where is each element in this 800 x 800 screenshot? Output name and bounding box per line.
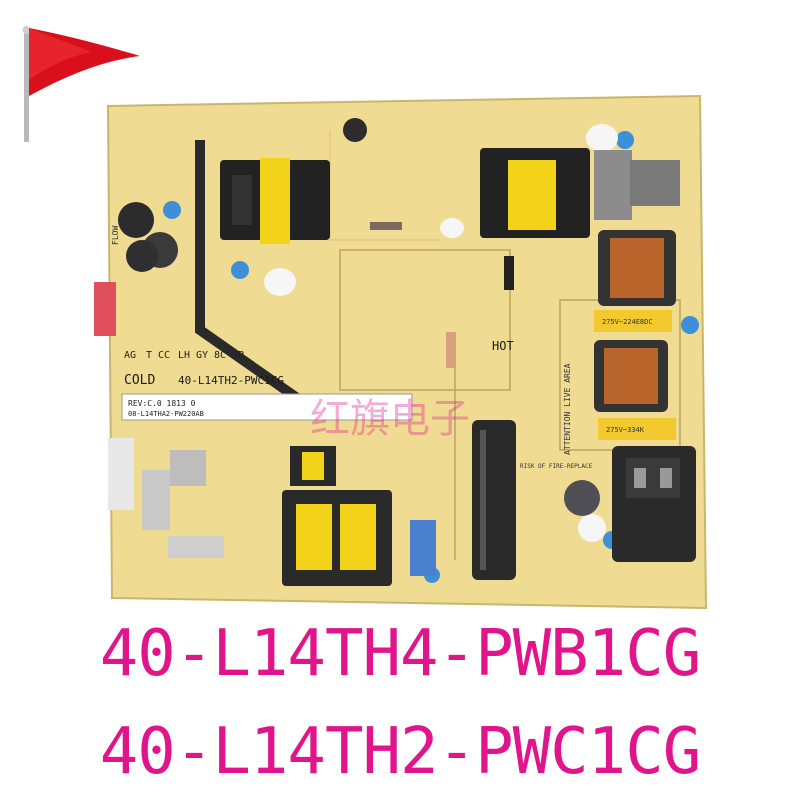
- connector-label: 8C: [214, 350, 226, 361]
- red-flag-icon: [22, 26, 140, 142]
- board-cap-label-1: 275V~224E8DC: [602, 318, 653, 326]
- board-cold-label: COLD: [124, 373, 155, 388]
- board-model-label: 40-L14TH2-PWC1CG: [178, 374, 284, 387]
- board-attention-label: ATTENTION LIVE AREA: [563, 363, 572, 455]
- connector-label: T: [146, 350, 152, 361]
- watermark-text: 红旗电子: [310, 396, 470, 442]
- board-rev-label: REV:C.0 1813 0: [128, 399, 196, 408]
- connector-label: GY: [196, 350, 208, 361]
- part-number-secondary: 40-L14TH2-PWC1CG: [99, 715, 702, 789]
- board-connector-labels: AG T CC LH GY 8C SP: [124, 350, 244, 361]
- connector-label: LH: [178, 350, 190, 361]
- board-risk-label: RISK OF FIRE-REPLACE: [520, 463, 593, 470]
- board-hot-label: HOT: [492, 339, 514, 353]
- connector-label: SP: [232, 350, 244, 361]
- product-photo: FLOW COLD 40-L14TH2-PWC1CG HOT REV:C.0 1…: [22, 26, 708, 610]
- board-flow-label: FLOW: [111, 226, 120, 245]
- connector-label: AG: [124, 350, 136, 361]
- connector-label: CC: [158, 350, 170, 361]
- part-number-primary: 40-L14TH4-PWB1CG: [99, 617, 702, 691]
- board-barcode-label: 08-L14THA2-PW220AB: [128, 410, 204, 418]
- power-board: FLOW COLD 40-L14TH2-PWC1CG HOT REV:C.0 1…: [94, 94, 708, 610]
- board-cap-label-2: 275V~334K: [606, 426, 645, 434]
